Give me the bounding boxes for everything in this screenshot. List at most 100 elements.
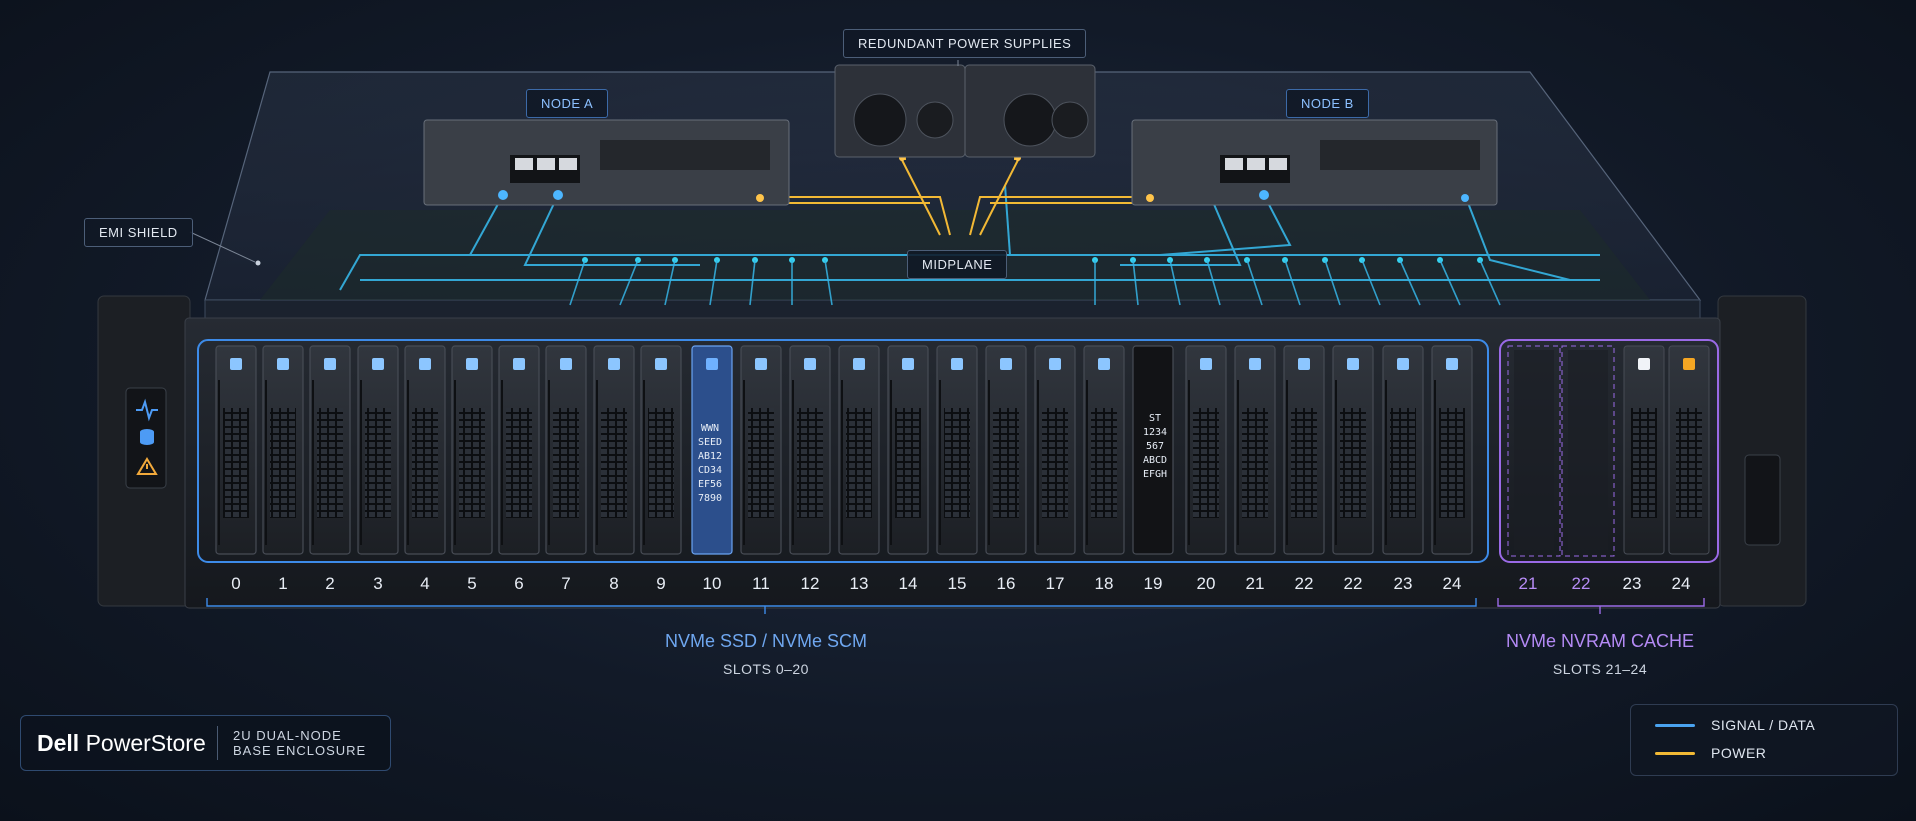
cache-drive-bay-24[interactable] — [1668, 345, 1710, 555]
drive-bay-1[interactable] — [262, 345, 304, 555]
node-a-callout: NODE A — [526, 89, 609, 118]
brand-divider — [217, 726, 218, 760]
drive-led — [1200, 358, 1212, 370]
slot-number: 14 — [898, 574, 918, 593]
brand-name-bold: Dell — [37, 730, 80, 756]
emi-shield-callout: EMI SHIELD — [84, 218, 193, 247]
cache-slot-number: 24 — [1671, 574, 1691, 593]
drive-led — [230, 358, 242, 370]
drive-bay-0[interactable] — [215, 345, 257, 555]
right-rack-ear — [1717, 295, 1807, 607]
drive-led — [902, 358, 914, 370]
drive-bay-5[interactable] — [451, 345, 493, 555]
drive-led — [1000, 358, 1012, 370]
cache-group-title: NVMe NVRAM CACHE — [1505, 631, 1695, 651]
slot-number: 7 — [561, 574, 571, 593]
slot-number: 4 — [420, 574, 430, 593]
slot-number: 10 — [702, 574, 722, 593]
slot-number: 22 — [1343, 574, 1363, 593]
signal-line-swatch — [1655, 723, 1695, 727]
slot-number: 0 — [231, 574, 241, 593]
drive-led — [419, 358, 431, 370]
midplane-callout: MIDPLANE — [907, 250, 1008, 279]
slot-number: 21 — [1245, 574, 1265, 593]
drive-led — [1098, 358, 1110, 370]
drive-bay-19[interactable] — [1132, 345, 1174, 555]
legend-power: POWER — [1655, 745, 1766, 761]
serial-line: AB12 — [697, 451, 723, 462]
cache-group-outline — [1499, 339, 1719, 563]
serial-line: 1234 — [1142, 427, 1168, 438]
slot-number: 6 — [514, 574, 524, 593]
drive-led — [513, 358, 525, 370]
brand-badge: Dell PowerStore 2U DUAL-NODE BASE ENCLOS… — [20, 715, 391, 771]
slot-number: 20 — [1196, 574, 1216, 593]
drive-led — [324, 358, 336, 370]
power-supply-units — [834, 64, 1096, 158]
ssd-group-title: NVMe SSD / NVMe SCM — [664, 631, 868, 651]
drive-bay-12[interactable] — [789, 345, 831, 555]
drive-bay-2[interactable] — [309, 345, 351, 555]
slot-number: 9 — [656, 574, 666, 593]
slot-number: 22 — [1294, 574, 1314, 593]
drive-bay-21[interactable] — [1234, 345, 1276, 555]
cache-slot-number: 21 — [1518, 574, 1538, 593]
slot-number: 11 — [752, 574, 770, 593]
cache-empty-bay-21[interactable] — [1514, 350, 1554, 550]
drive-bay-6[interactable] — [498, 345, 540, 555]
drive-led — [655, 358, 667, 370]
drive-led — [1298, 358, 1310, 370]
drive-bay-15[interactable] — [936, 345, 978, 555]
slot-number: 18 — [1094, 574, 1114, 593]
serial-line: EFGH — [1142, 469, 1168, 480]
drive-bay-22[interactable] — [1332, 345, 1374, 555]
drive-led — [1347, 358, 1359, 370]
power-supplies-callout: REDUNDANT POWER SUPPLIES — [843, 29, 1087, 58]
drive-bay-14[interactable] — [887, 345, 929, 555]
serial-line: CD34 — [697, 465, 723, 476]
node-a-module — [423, 119, 790, 206]
slot-number: 17 — [1045, 574, 1065, 593]
cache-drive-bay-23[interactable] — [1623, 345, 1665, 555]
legend-signal: SIGNAL / DATA — [1655, 717, 1815, 733]
drive-bay-9[interactable] — [640, 345, 682, 555]
serial-line: ABCD — [1142, 455, 1168, 466]
legend: SIGNAL / DATA POWER — [1630, 704, 1898, 776]
drive-bay-22[interactable] — [1283, 345, 1325, 555]
drive-bay-16[interactable] — [985, 345, 1027, 555]
drive-bay-23[interactable] — [1382, 345, 1424, 555]
node-b-callout: NODE B — [1286, 89, 1369, 118]
slot-number: 23 — [1393, 574, 1413, 593]
ssd-group-outline — [197, 339, 1489, 563]
brand-name: Dell PowerStore — [37, 730, 206, 757]
drive-bay-4[interactable] — [404, 345, 446, 555]
serial-line: 567 — [1145, 441, 1165, 452]
drive-led — [372, 358, 384, 370]
drive-bay-11[interactable] — [740, 345, 782, 555]
legend-signal-label: SIGNAL / DATA — [1711, 717, 1816, 733]
cache-empty-bay-22[interactable] — [1568, 350, 1608, 550]
slot-number: 15 — [947, 574, 967, 593]
cache-group-slots: SLOTS 21–24 — [1552, 661, 1648, 677]
drive-bay-10[interactable] — [691, 345, 733, 555]
pulse-icon — [136, 398, 158, 422]
serial-line: WWN — [700, 423, 720, 434]
drive-led — [1049, 358, 1061, 370]
drive-bay-17[interactable] — [1034, 345, 1076, 555]
drive-bay-13[interactable] — [838, 345, 880, 555]
drive-bay-24[interactable] — [1431, 345, 1473, 555]
drive-led — [1249, 358, 1261, 370]
drive-bay-18[interactable] — [1083, 345, 1125, 555]
drive-bay-8[interactable] — [593, 345, 635, 555]
signal-traces — [339, 184, 1600, 291]
drive-bay-20[interactable] — [1185, 345, 1227, 555]
drive-bay-7[interactable] — [545, 345, 587, 555]
drive-led — [951, 358, 963, 370]
slot-number: 5 — [467, 574, 477, 593]
drive-led — [466, 358, 478, 370]
slot-number: 19 — [1143, 574, 1163, 593]
slot-number: 2 — [325, 574, 335, 593]
drive-bay-3[interactable] — [357, 345, 399, 555]
